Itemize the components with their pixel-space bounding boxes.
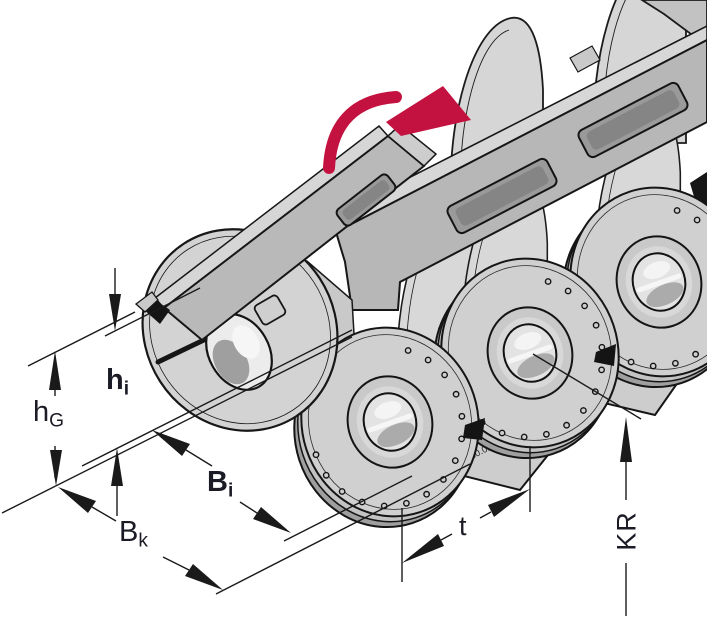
label-KR: KR [611, 511, 642, 551]
crossbar-band [328, 25, 707, 311]
arrow-tail [323, 91, 402, 174]
label-Bi: Bi [207, 466, 234, 502]
ext-inner-top [104, 287, 201, 337]
crossbar-slot [335, 173, 397, 227]
label-hG: hG [33, 396, 65, 432]
plate-split-line [155, 335, 211, 365]
dimension-lines [1, 268, 642, 616]
arrow-head [386, 86, 471, 136]
ext-inner-bottom [81, 329, 353, 467]
dimension-arrowheads [49, 294, 632, 590]
crossbar-step [569, 45, 601, 73]
label-t: t [459, 511, 467, 541]
label-Bk: Bk [119, 516, 148, 552]
chain-link-disc: Kabelschlepp [293, 326, 480, 529]
kr-leader [532, 353, 642, 420]
bolt-hole-ring [452, 278, 606, 441]
chain-link-discs: Kabelschlepp Kabelschlepp [293, 186, 707, 529]
ext-bi-right [283, 475, 413, 542]
open-direction-arrow [323, 86, 471, 174]
ext-bk-right [215, 463, 471, 595]
ext-outer-bottom [1, 336, 353, 514]
crossbar-slot [446, 157, 558, 235]
chain-link-disc: Kabelschlepp [433, 257, 620, 460]
rear-crossbar-partial [640, 0, 707, 48]
label-hi: hi [106, 364, 130, 400]
crossbar-slot [577, 81, 689, 159]
ext-outer-top [27, 311, 136, 367]
plate-boss [253, 294, 287, 326]
